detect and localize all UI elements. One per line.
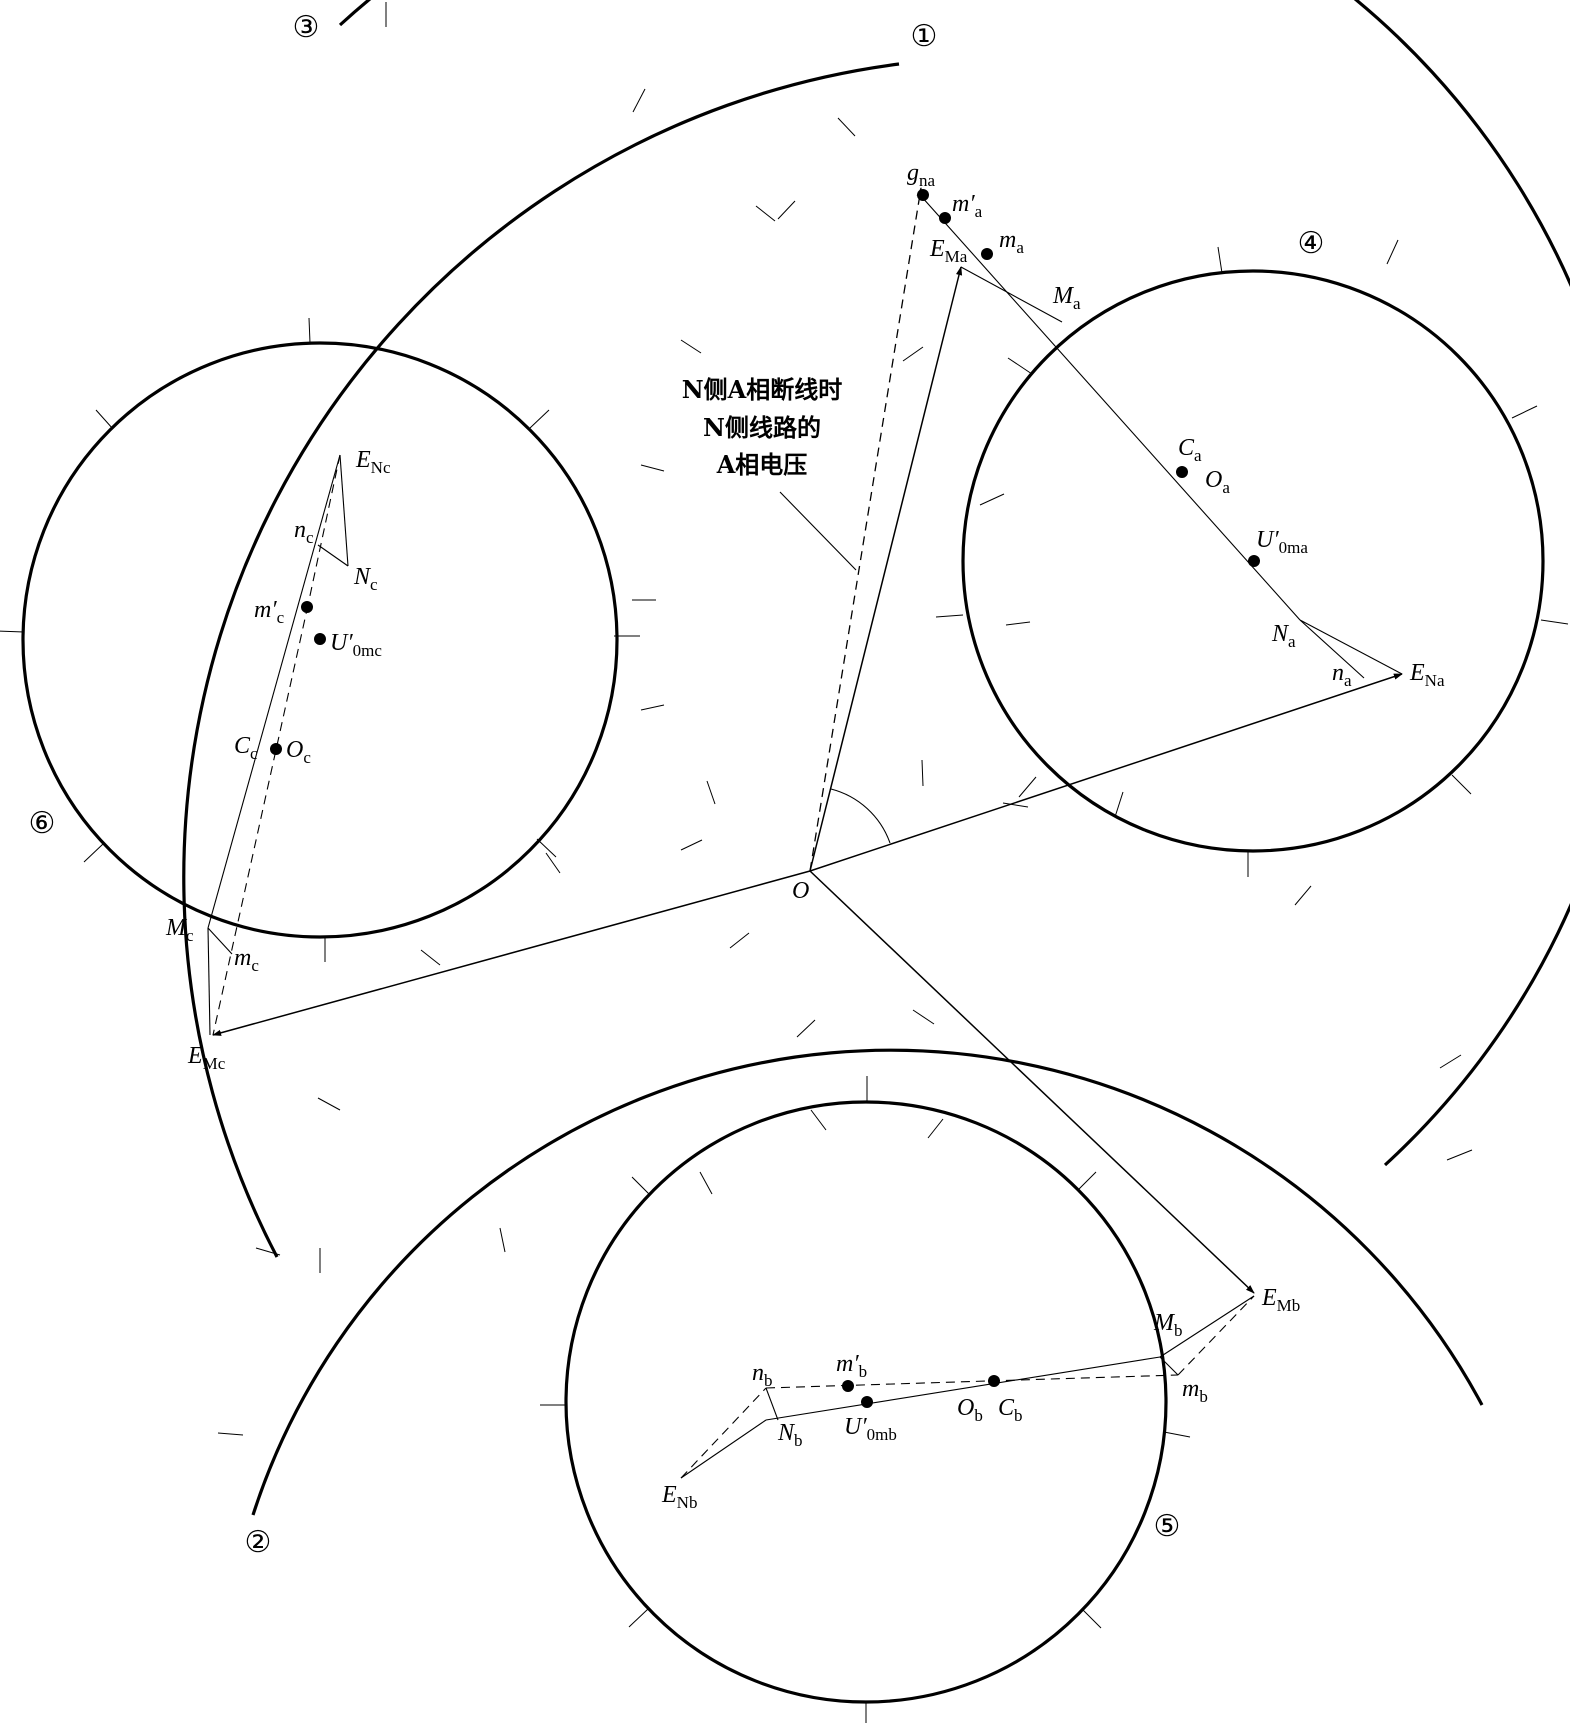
phase-c-construction [207,454,349,1036]
label-N-b: Nb [777,1420,803,1450]
label-C-c: Cc [234,733,258,763]
angle-arc [830,788,891,844]
annotation-leader [779,491,857,571]
arc-1 [182,62,900,1258]
label-E-Nc: ENc [355,447,391,477]
annotation-text: N侧A相断线时 N侧线路的 A相电压 [682,375,843,479]
dot-U-0mb [861,1396,873,1408]
label-O: O [792,878,809,904]
phasor-g-na [809,187,923,872]
label-n-c: nc [294,517,314,547]
label-N-a: Na [1271,621,1296,651]
dot-m-b-prime [842,1380,854,1392]
label-circle-2: ② [245,1526,272,1559]
label-E-Ma: EMa [929,236,968,266]
label-n-b: nb [752,1360,773,1390]
label-C-a: Ca [1178,435,1202,465]
phasor-E-Mb [809,870,1255,1294]
label-circle-6: ⑥ [29,807,56,840]
label-M-c: Mc [165,915,194,945]
annotation-line-1: N侧A相断线时 [682,375,843,404]
phasor-E-Mc [212,870,811,1036]
label-m-a-prime: m′a [952,191,983,221]
point-labels: O gna m′a EMa ma Ma Ca Oa U′0ma Na na EN… [165,160,1445,1512]
label-circle-5: ⑤ [1154,1510,1181,1543]
annotation-line-3: A相电压 [716,450,808,479]
dot-m-a [981,248,993,260]
phase-a-construction [917,189,1403,679]
label-circle-3: ③ [293,11,320,44]
label-U-0mb: U′0mb [844,1414,897,1444]
label-circle-1: ① [911,20,938,53]
label-m-b-prime: m′b [836,1351,867,1381]
phase-b-construction [680,1295,1255,1479]
label-C-b: Cb [998,1395,1023,1425]
annotation-line-2: N侧线路的 [703,413,821,442]
arc-3 [338,0,1570,1167]
label-m-a: ma [999,227,1024,257]
label-O-b: Ob [957,1395,983,1425]
label-circle-4: ④ [1298,227,1325,260]
dot-m-a-prime [939,212,951,224]
label-U-0mc: U′0mc [330,630,382,660]
label-m-c-prime: m′c [254,597,285,627]
label-g-na: gna [907,160,936,190]
label-m-b: mb [1182,1376,1208,1406]
dot-U-0mc [314,633,326,645]
dot-C-b [988,1375,1000,1387]
main-phasors [212,187,1403,1294]
label-m-c: mc [234,945,259,975]
label-O-c: Oc [286,737,311,767]
dot-C-c [270,743,282,755]
circle-6 [21,341,619,939]
circle-4 [961,269,1545,853]
dot-U-0ma [1248,555,1260,567]
label-E-Nb: ENb [661,1482,697,1512]
label-n-a: na [1332,660,1352,690]
circle-number-labels: ① ② ③ ④ ⑤ ⑥ [29,11,1325,1559]
dot-g-na [917,189,929,201]
label-U-0ma: U′0ma [1256,527,1308,557]
arc-2 [251,1048,1484,1516]
label-O-a: Oa [1205,467,1230,497]
label-E-Na: ENa [1409,660,1445,690]
dot-C-a [1176,466,1188,478]
label-M-a: Ma [1052,283,1081,313]
dot-m-c-prime [301,601,313,613]
label-E-Mb: EMb [1261,1285,1300,1315]
label-E-Mc: EMc [187,1043,226,1073]
phasor-E-Ma [809,266,963,872]
label-M-b: Mb [1153,1310,1183,1340]
label-N-c: Nc [353,564,378,594]
phasor-E-Na [809,673,1403,872]
